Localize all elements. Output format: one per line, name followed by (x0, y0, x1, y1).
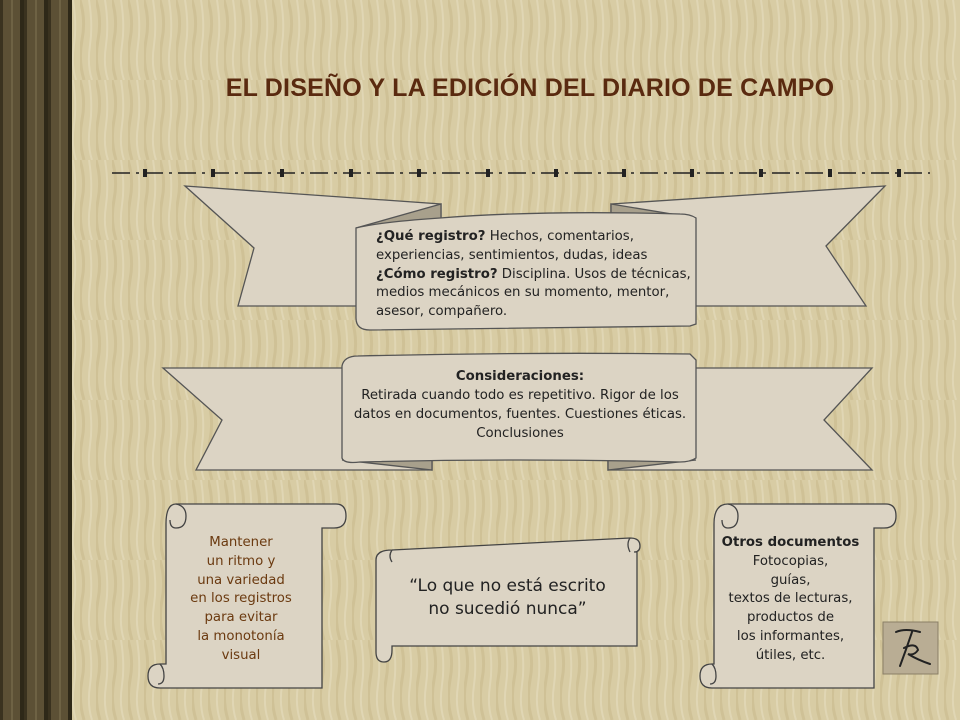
scroll-right (699, 503, 897, 689)
banner-top-text: ¿Qué registro? Hechos, comentarios, expe… (376, 228, 694, 322)
scroll-right-line: guías, (770, 572, 811, 588)
banner-top-line-4: medios mecánicos en su momento, mentor, (376, 285, 670, 301)
quote-line: no sucedió nunca” (428, 599, 587, 619)
considerations-line: Retirada cuando todo es repetitivo. Rigo… (361, 388, 679, 403)
scroll-left (147, 503, 347, 689)
slide-title: EL DISEÑO Y LA EDICIÓN DEL DIARIO DE CAM… (225, 74, 835, 102)
scroll-left-text: Mantener un ritmo y una variedad en los … (166, 534, 316, 666)
considerations-line: datos en documentos, fuentes. Cuestiones… (353, 407, 687, 422)
scroll-right-line: textos de lecturas, (728, 591, 853, 607)
scroll-right-line: los informantes, (736, 628, 845, 644)
scroll-left-line: Mantener (209, 535, 273, 550)
scroll-left-line: una variedad (197, 572, 285, 588)
scroll-left-line: para evitar (204, 610, 278, 626)
scroll-right-line: útiles, etc. (755, 647, 826, 663)
considerations-heading: Consideraciones: (455, 369, 585, 384)
scroll-left-line: en los registros (190, 591, 292, 607)
scroll-left-line: la monotonía (197, 628, 285, 644)
scroll-right-text: Otros documentos Fotocopias, guías, text… (712, 534, 869, 666)
scroll-left-line: visual (221, 647, 261, 663)
scroll-left-line: un ritmo y (206, 553, 276, 569)
considerations-line: Conclusiones (476, 426, 564, 441)
scroll-center (375, 537, 641, 663)
banner-top-line-3: ¿Cómo registro? Disciplina. Usos de técn… (376, 266, 691, 282)
scroll-right-line: productos de (746, 610, 835, 626)
scroll-right-line: Fotocopias, (752, 553, 829, 569)
banner-middle (161, 352, 874, 471)
banner-top-line-5: asesor, compañero. (376, 304, 508, 320)
banner-middle-text: Consideraciones: Retirada cuando todo es… (345, 367, 695, 443)
other-documents-heading: Otros documentos (721, 535, 860, 550)
banner-top-line-1: ¿Qué registro? Hechos, comentarios, (376, 229, 634, 244)
left-stripe-bar (0, 0, 72, 720)
signature-logo-icon (882, 621, 939, 675)
banner-top (183, 185, 887, 331)
scroll-center-quote: “Lo que no está escrito no sucedió nunca… (380, 575, 635, 621)
banner-top-line-2: experiencias, sentimientos, dudas, ideas (376, 247, 648, 263)
dashed-divider (112, 169, 930, 177)
quote-line: “Lo que no está escrito (409, 576, 606, 596)
